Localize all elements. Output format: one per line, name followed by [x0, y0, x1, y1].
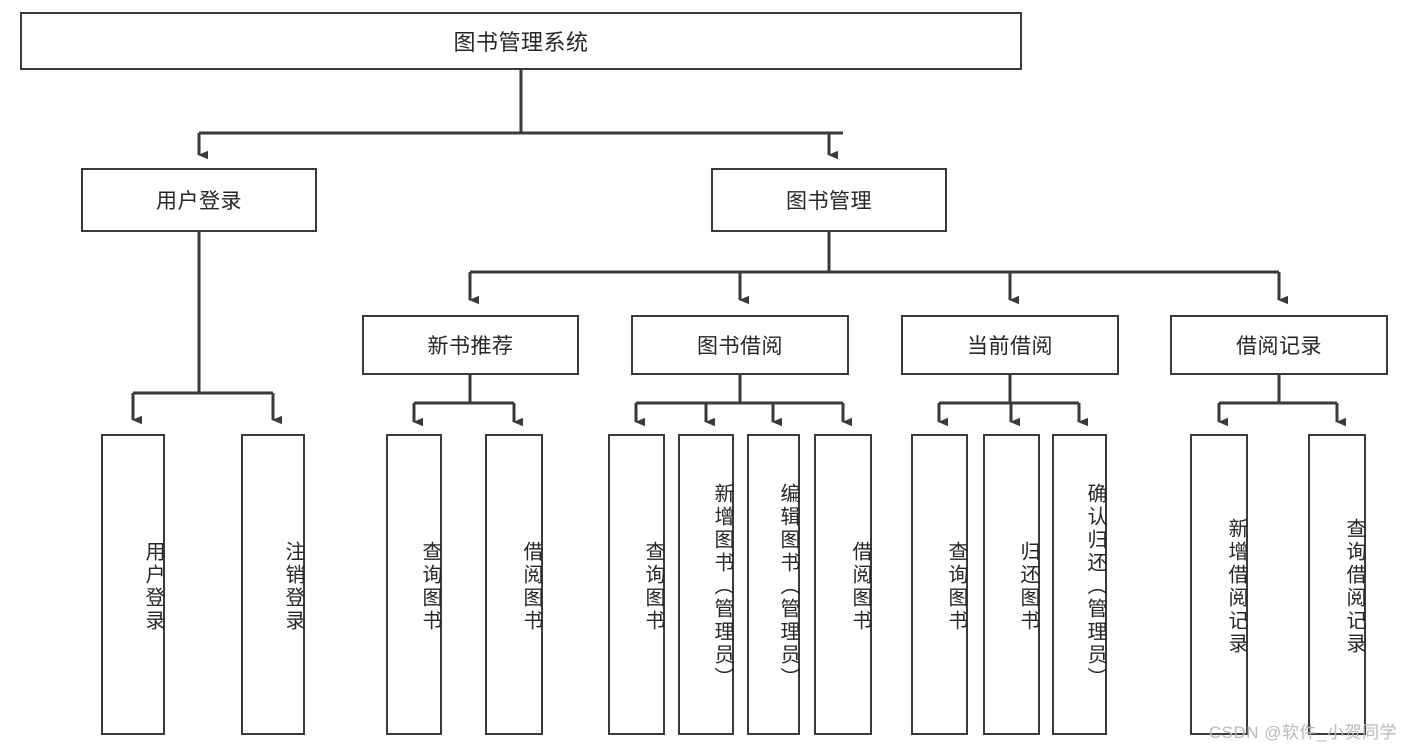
node-book-borrow-label: 图书借阅 [697, 335, 783, 358]
node-leaf-edit-book-admin-label: 编辑图书（管理员） [777, 483, 799, 690]
node-leaf-confirm-return-admin-label: 确认归还（管理员） [1084, 483, 1106, 690]
node-root-system-label: 图书管理系统 [453, 30, 589, 55]
node-leaf-query-book-current[interactable]: 查询图书 [911, 434, 968, 735]
node-leaf-add-borrow-record[interactable]: 新增借阅记录 [1190, 434, 1248, 735]
node-leaf-query-book-current-label: 查询图书 [945, 540, 967, 633]
node-leaf-query-book-rec[interactable]: 查询图书 [386, 434, 442, 735]
node-user-login-label: 用户登录 [156, 190, 242, 213]
node-leaf-borrow-book-rec[interactable]: 借阅图书 [485, 434, 543, 735]
node-current-borrow[interactable]: 当前借阅 [901, 315, 1119, 375]
node-book-borrow[interactable]: 图书借阅 [631, 315, 849, 375]
node-leaf-user-login[interactable]: 用户登录 [101, 434, 165, 735]
node-leaf-add-book-admin[interactable]: 新增图书（管理员） [678, 434, 734, 735]
node-book-manage[interactable]: 图书管理 [711, 168, 947, 232]
node-new-book-rec[interactable]: 新书推荐 [362, 315, 579, 375]
node-leaf-borrow-book[interactable]: 借阅图书 [814, 434, 872, 735]
node-leaf-return-book-label: 归还图书 [1017, 540, 1039, 633]
node-leaf-add-book-admin-label: 新增图书（管理员） [711, 483, 733, 690]
node-leaf-user-logout[interactable]: 注销登录 [241, 434, 305, 735]
node-leaf-borrow-book-label: 借阅图书 [849, 540, 871, 633]
node-current-borrow-label: 当前借阅 [967, 335, 1053, 358]
node-leaf-query-book-borrow[interactable]: 查询图书 [608, 434, 665, 735]
node-leaf-query-borrow-record-label: 查询借阅记录 [1343, 517, 1365, 656]
node-root-system[interactable]: 图书管理系统 [20, 12, 1022, 70]
csdn-watermark: CSDN @软件_小贺同学 [1208, 723, 1397, 742]
node-leaf-query-book-borrow-label: 查询图书 [642, 540, 664, 633]
node-leaf-query-borrow-record[interactable]: 查询借阅记录 [1308, 434, 1366, 735]
node-leaf-query-book-rec-label: 查询图书 [419, 540, 441, 633]
node-borrow-record-label: 借阅记录 [1236, 335, 1322, 358]
node-book-manage-label: 图书管理 [786, 190, 872, 213]
node-leaf-confirm-return-admin[interactable]: 确认归还（管理员） [1052, 434, 1107, 735]
node-leaf-add-borrow-record-label: 新增借阅记录 [1225, 517, 1247, 656]
node-leaf-return-book[interactable]: 归还图书 [983, 434, 1040, 735]
node-leaf-borrow-book-rec-label: 借阅图书 [520, 540, 542, 633]
node-new-book-rec-label: 新书推荐 [427, 335, 514, 358]
node-user-login[interactable]: 用户登录 [81, 168, 317, 232]
node-borrow-record[interactable]: 借阅记录 [1170, 315, 1388, 375]
node-leaf-edit-book-admin[interactable]: 编辑图书（管理员） [747, 434, 800, 735]
node-leaf-user-login-label: 用户登录 [142, 540, 164, 633]
node-leaf-user-logout-label: 注销登录 [282, 540, 304, 633]
